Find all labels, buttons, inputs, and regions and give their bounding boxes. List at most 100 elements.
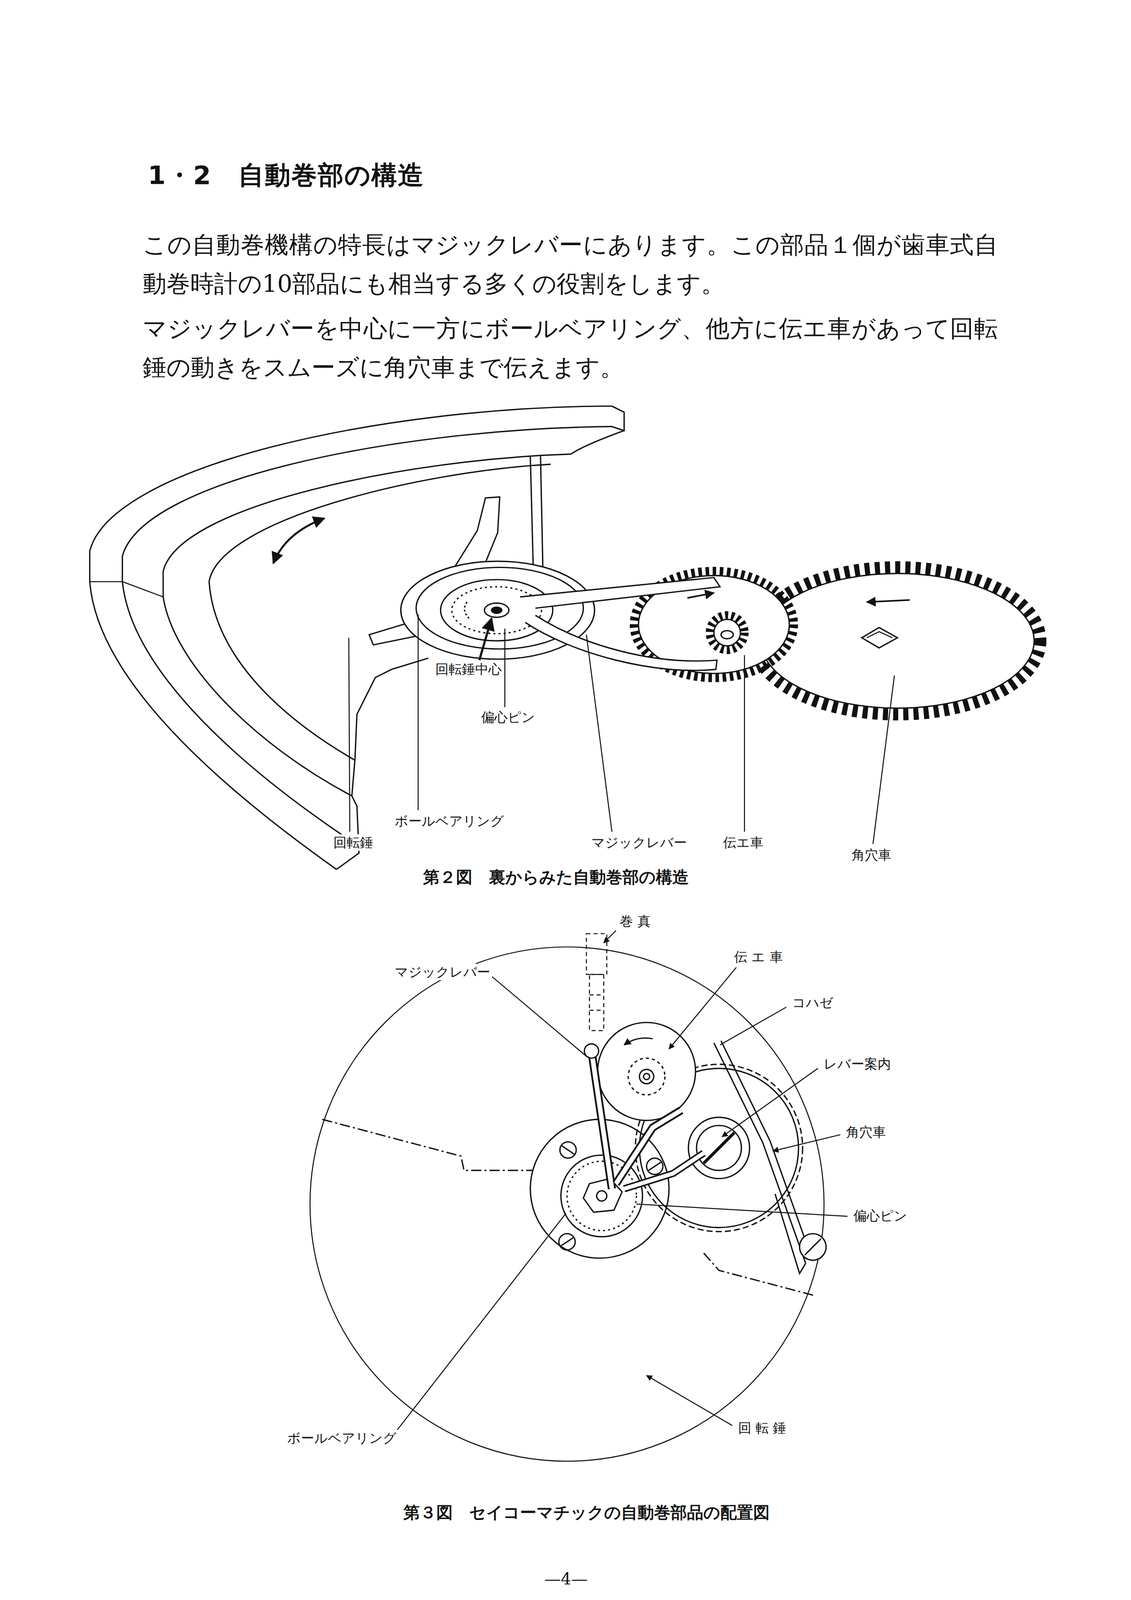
body-text: この自動巻機構の特長はマジックレバーにあります。この部品１個が歯車式自動巻時計の… xyxy=(142,225,998,304)
leader-lines xyxy=(479,618,492,660)
part-label: 伝エ車 xyxy=(721,834,766,851)
leader-lines xyxy=(396,1213,566,1431)
ball-bearing xyxy=(451,586,542,634)
click-spring xyxy=(804,1238,821,1255)
section-heading: 1・2 自動巻部の構造 xyxy=(147,158,425,193)
bearing-plate xyxy=(648,1162,661,1171)
rotor-weight xyxy=(209,464,551,761)
leader-lines xyxy=(719,1007,787,1046)
magic-lever-plan xyxy=(624,1152,704,1189)
ball-bearing xyxy=(400,561,595,660)
ball-bearing xyxy=(400,561,595,660)
winding-stem xyxy=(586,933,607,1031)
part-label: ボールベアリング xyxy=(392,812,506,830)
transmission-wheel-plan xyxy=(597,1022,696,1121)
ratchet-wheel xyxy=(754,567,1040,714)
layout-plan xyxy=(310,930,848,1462)
leader-lines xyxy=(586,634,612,832)
transmission-wheel-plan xyxy=(643,1073,650,1080)
leader-lines xyxy=(603,930,617,944)
magic-lever-plan xyxy=(624,1152,704,1189)
magic-lever-plan xyxy=(591,1050,612,1189)
transmission-wheel-plan xyxy=(597,1022,696,1121)
ratchet-wheel xyxy=(761,573,1035,708)
part-label: レバー案内 xyxy=(821,1055,893,1073)
auto-winding-perspective xyxy=(89,406,1040,870)
ratchet-wheel xyxy=(866,600,910,602)
magic-lever xyxy=(525,615,717,671)
click-spring xyxy=(775,1193,806,1274)
bearing-plate xyxy=(646,1157,664,1175)
rotor-weight xyxy=(611,406,625,431)
part-label: 回 転 錘 xyxy=(736,1419,788,1437)
ratchet-wheel xyxy=(866,631,893,638)
bearing-plate xyxy=(562,1145,575,1154)
winding-stem xyxy=(589,994,604,1010)
ratchet-wheel-plan xyxy=(688,1117,750,1179)
leader-lines xyxy=(396,930,848,1431)
click-spring xyxy=(799,1233,826,1260)
ball-bearing xyxy=(440,579,553,641)
transmission-wheel xyxy=(687,592,714,598)
part-label: 角穴車 xyxy=(844,1123,888,1141)
transmission-wheel-plan xyxy=(639,1069,654,1084)
ratchet-wheel-plan xyxy=(703,1132,735,1164)
page-number: —4— xyxy=(544,1568,588,1589)
leader-lines xyxy=(646,1375,733,1426)
winding-stem xyxy=(586,933,607,975)
leader-lines xyxy=(873,675,895,844)
rotor-outline xyxy=(322,1119,533,1171)
part-label: 回転錘中心 xyxy=(433,660,504,678)
leader-lines xyxy=(772,1134,841,1152)
part-label: 偏心ピン xyxy=(851,1207,910,1224)
leader-lines xyxy=(636,1203,848,1217)
rotor-weight xyxy=(89,406,624,870)
part-label: 巻 真 xyxy=(617,912,653,930)
ball-bearing xyxy=(491,606,502,613)
part-label: ボールベアリング xyxy=(285,1429,399,1447)
part-label: 伝 エ 車 xyxy=(732,948,785,965)
rotor-weight xyxy=(89,406,612,870)
bearing-plate xyxy=(560,1237,574,1246)
ball-bearing xyxy=(464,601,470,619)
part-label: マジックレバー xyxy=(589,834,689,851)
rotor-outline xyxy=(322,1119,816,1296)
winding-stem xyxy=(589,974,604,1031)
rotor-weight xyxy=(122,426,612,837)
click-spring xyxy=(721,1040,814,1261)
part-label: 偏心ピン xyxy=(479,708,537,726)
part-label: マジックレバー xyxy=(392,963,493,981)
ratchet-wheel xyxy=(754,567,1040,714)
magic-lever-plan xyxy=(584,1043,704,1189)
ball-bearing xyxy=(484,602,510,617)
leader-lines xyxy=(744,654,746,832)
leader-lines xyxy=(417,614,419,810)
bearing-plate xyxy=(596,1190,607,1201)
bearing-plate xyxy=(559,1141,577,1158)
rotor-outline xyxy=(703,1253,816,1297)
part-label: 回転錘 xyxy=(331,834,376,851)
click-spring xyxy=(713,1042,806,1264)
magic-lever xyxy=(519,577,720,671)
leader-lines xyxy=(348,637,350,832)
click-spring xyxy=(713,1040,826,1274)
leader-lines xyxy=(722,1068,819,1137)
ratchet-wheel-plan xyxy=(696,1125,742,1171)
leader-lines xyxy=(669,967,737,1049)
figure-caption: 第２図 裏からみた自動巻部の構造 xyxy=(423,867,689,888)
part-label: コハゼ xyxy=(790,994,836,1011)
ratchet-wheel xyxy=(861,627,898,649)
rotor-weight xyxy=(273,518,325,563)
bearing-plate xyxy=(558,1233,576,1250)
transmission-wheel xyxy=(721,630,734,639)
figure-caption: 第３図 セイコーマチックの自動巻部品の配置図 xyxy=(403,1502,770,1523)
transmission-wheel-plan xyxy=(624,1037,653,1045)
transmission-wheel xyxy=(713,619,741,646)
rotor-weight xyxy=(571,430,625,454)
rotor-weight xyxy=(89,581,164,597)
leader-lines xyxy=(348,614,895,844)
part-label: 角穴車 xyxy=(849,846,894,863)
transmission-wheel-plan xyxy=(628,1057,665,1095)
transmission-wheel xyxy=(709,615,745,650)
